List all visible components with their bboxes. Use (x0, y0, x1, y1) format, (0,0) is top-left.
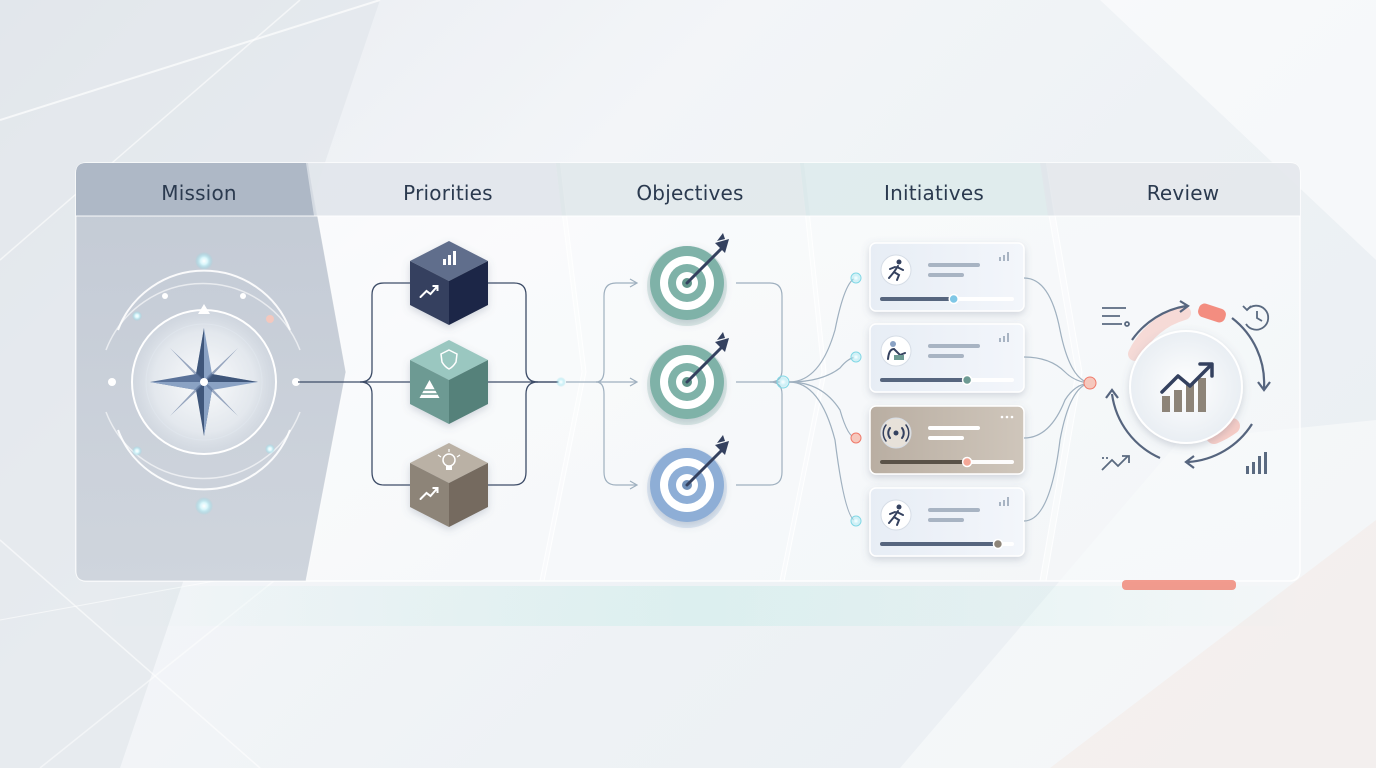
dart-arrow-icon (685, 332, 729, 384)
dart-arrow-icon (685, 435, 729, 487)
broadcast-icon (882, 424, 910, 442)
review-cycle-group (1101, 300, 1271, 474)
target-icon (647, 233, 729, 326)
priorities-cubes (410, 241, 488, 527)
initiatives-review-connector (1023, 277, 1097, 522)
objectives-initiatives-connector (788, 272, 862, 527)
more-options-icon[interactable] (1000, 415, 1014, 419)
priority-cube (410, 340, 488, 424)
stage-headers (76, 163, 1300, 217)
priority-cube (410, 241, 488, 325)
progress-knob[interactable] (961, 374, 973, 386)
stage-header-initiatives: Initiatives (884, 181, 984, 205)
team-person-icon (887, 341, 906, 360)
progress-fill (880, 297, 954, 301)
stage-header-priorities: Priorities (403, 181, 493, 205)
trend-spark-icon (1101, 455, 1130, 471)
mission-compass-group (105, 252, 301, 515)
dart-arrow-icon (685, 233, 729, 285)
progress-fill (880, 378, 968, 382)
trend-up-icon (419, 487, 439, 500)
review-accent-bar (1122, 580, 1236, 590)
pyramid-icon (419, 380, 440, 398)
shield-icon (440, 349, 458, 370)
compass-star-icon (150, 328, 258, 436)
progress-knob[interactable] (948, 293, 959, 305)
progress-fill (880, 542, 998, 546)
signal-bars-icon (999, 497, 1009, 506)
target-icon (647, 435, 729, 528)
clock-history-icon (1242, 304, 1270, 331)
filter-list-icon (1102, 307, 1130, 327)
progress-knob[interactable] (961, 456, 973, 468)
priorities-objectives-connector (556, 278, 790, 490)
target-icon (647, 332, 729, 425)
stage-header-objectives: Objectives (636, 181, 744, 205)
stage-header-mission: Mission (161, 181, 237, 205)
objectives-targets (647, 233, 729, 528)
running-person-icon (888, 259, 904, 281)
bar-chart-icon (443, 251, 456, 265)
priority-cube (410, 443, 488, 527)
initiative-card (869, 405, 1025, 475)
progress-knob[interactable] (992, 538, 1004, 550)
stage-header-review: Review (1146, 181, 1220, 205)
growth-chart-icon (1160, 362, 1214, 412)
trend-up-icon (419, 285, 439, 298)
mission-priorities-connector (298, 282, 560, 486)
initiative-card (869, 487, 1025, 557)
initiatives-cards (869, 242, 1025, 557)
progress-fill (880, 460, 968, 464)
mini-bar-chart-icon (1246, 452, 1267, 474)
initiative-card (869, 323, 1025, 393)
signal-bars-icon (999, 333, 1009, 342)
initiative-card (869, 242, 1025, 312)
running-person-icon (888, 504, 904, 526)
lightbulb-icon (437, 449, 461, 470)
signal-bars-icon (999, 252, 1009, 261)
